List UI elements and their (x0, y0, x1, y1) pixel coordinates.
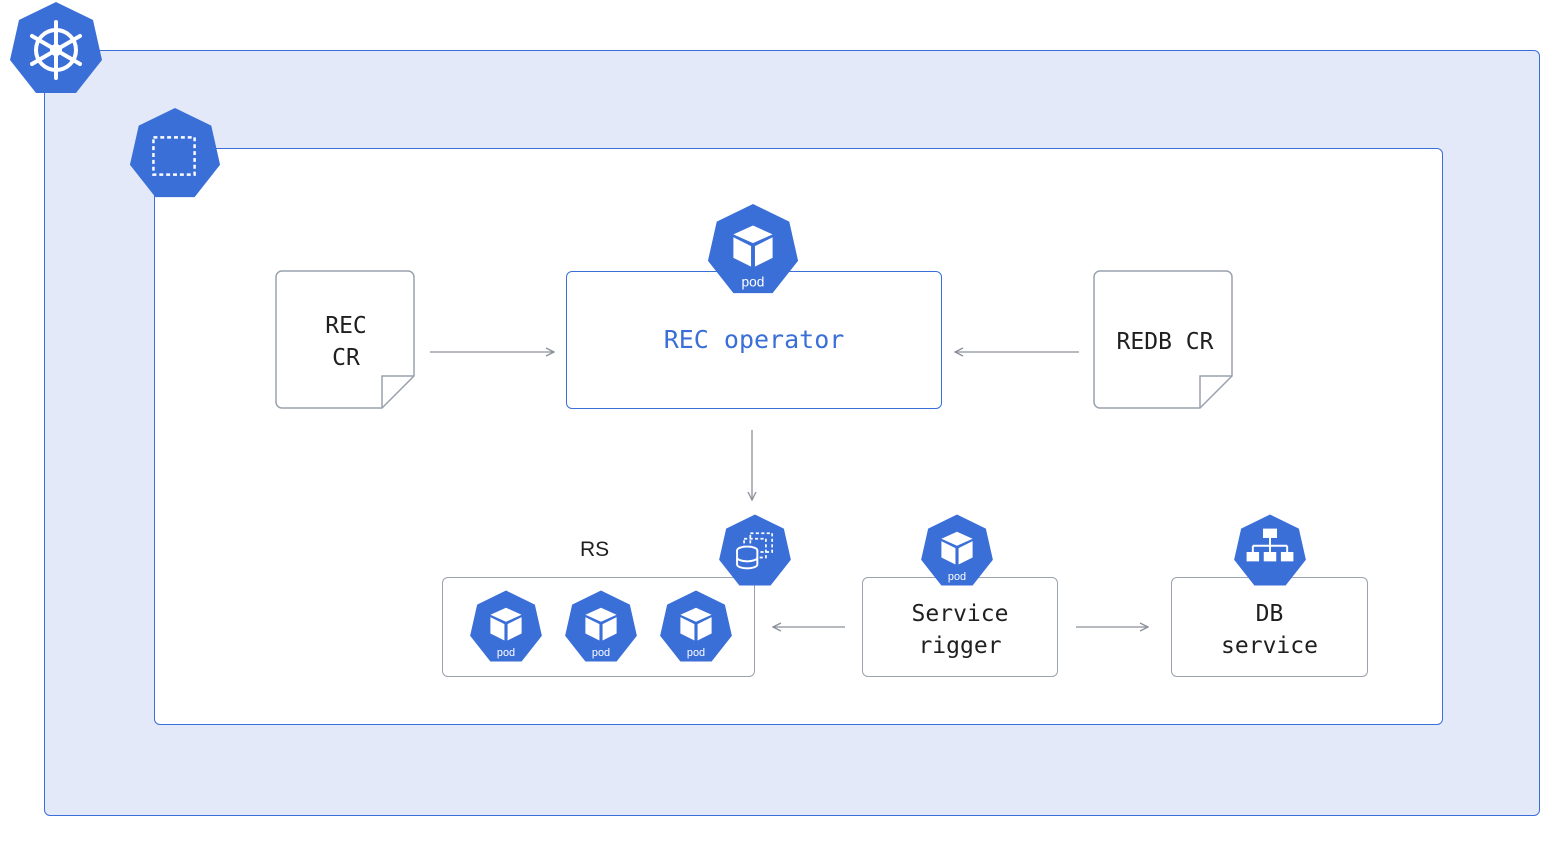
operator-pod-text: pod (742, 274, 765, 289)
rs-pod-1: pod (470, 590, 542, 662)
service-rigger-label: Service rigger (911, 601, 1009, 659)
kubernetes-helm-icon (10, 2, 102, 93)
network-tree-icon (1234, 514, 1306, 586)
namespace-dashed-square-icon (129, 107, 221, 198)
db-service-box: DB service (1171, 577, 1368, 677)
service-rigger-box: Service rigger (862, 577, 1058, 677)
rec-operator-label: REC operator (663, 325, 845, 354)
operator-pod-badge: pod (707, 203, 799, 294)
rec-cr-label: REC CR (325, 313, 367, 371)
svg-text:pod: pod (687, 647, 705, 659)
rs-pod-3: pod (660, 590, 732, 662)
rs-label: RS (580, 538, 610, 561)
rec-operator-box: REC operator (566, 271, 942, 409)
service-rigger-pod-badge: pod (921, 514, 993, 586)
cube-icon (490, 607, 522, 641)
rs-pod-2: pod (565, 590, 637, 662)
database-stack-icon (719, 514, 791, 586)
svg-text:pod: pod (948, 571, 966, 583)
cube-icon (585, 607, 617, 641)
cube-icon (733, 225, 773, 267)
cube-icon (680, 607, 712, 641)
svg-text:pod: pod (497, 647, 515, 659)
rec-cr-document-shape (275, 270, 415, 409)
redb-cr-document-shape (1093, 270, 1233, 409)
db-service-label: DB service (1221, 601, 1318, 659)
cube-icon (941, 531, 973, 565)
svg-text:pod: pod (592, 647, 610, 659)
redb-cr-label: REDB CR (1116, 329, 1214, 355)
